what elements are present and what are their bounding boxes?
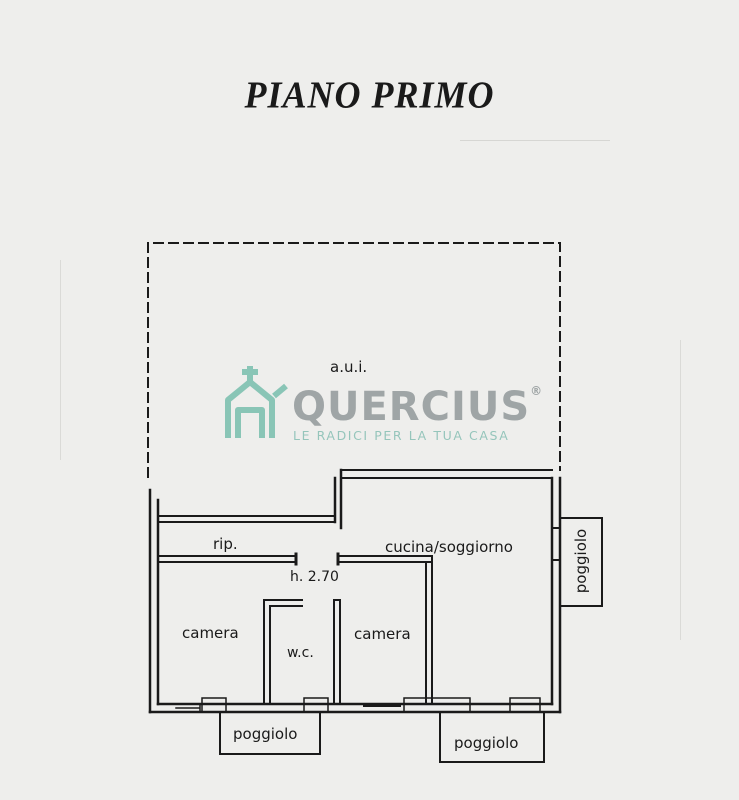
watermark-brand-text: QUERCIUS	[292, 384, 531, 430]
window-3	[303, 697, 329, 713]
aui-dashed-boundary	[147, 242, 561, 478]
wall-kitchen	[337, 555, 433, 563]
watermark-brand: QUERCIUS®	[292, 384, 543, 430]
watermark-tagline: LE RADICI PER LA TUA CASA	[293, 428, 510, 443]
label-camera-left: camera	[182, 624, 239, 642]
outer-wall-bottom	[148, 702, 562, 714]
label-height: h. 2.70	[290, 569, 339, 585]
window-1	[175, 703, 201, 713]
balcony-bottom-right	[439, 711, 545, 763]
wall-wc-left	[263, 599, 271, 705]
wall-rip	[157, 555, 297, 563]
page-title: PIANO PRIMO	[244, 74, 495, 116]
outer-wall-left	[148, 488, 160, 714]
watermark-registered: ®	[530, 384, 544, 398]
label-aui: a.u.i.	[330, 358, 368, 376]
wall-step	[333, 468, 343, 530]
wall-kitchen-vertical	[425, 555, 433, 705]
window-6	[509, 697, 541, 713]
label-poggiolo-bottom-left: poggiolo	[233, 725, 298, 743]
wall-wc-right	[333, 599, 341, 705]
label-ripostiglio: rip.	[213, 535, 238, 553]
bleed-through-texture	[60, 140, 700, 700]
window-5	[403, 697, 471, 713]
outer-wall-right	[550, 476, 562, 714]
label-poggiolo-bottom-right: poggiolo	[454, 734, 519, 752]
label-camera-right: camera	[354, 625, 411, 643]
wall-top-right	[340, 469, 553, 479]
wall-top-left	[157, 515, 336, 523]
house-tree-icon	[225, 366, 288, 438]
label-poggiolo-right-side: poggiolo	[572, 528, 590, 594]
label-wc: w.c.	[287, 645, 314, 661]
window-2	[201, 697, 227, 713]
balcony-right-side	[559, 517, 603, 607]
balcony-bottom-left	[219, 711, 321, 755]
label-cucina-soggiorno: cucina/soggiorno	[385, 538, 513, 556]
wall-wc-top	[263, 599, 303, 607]
window-right	[551, 527, 561, 561]
